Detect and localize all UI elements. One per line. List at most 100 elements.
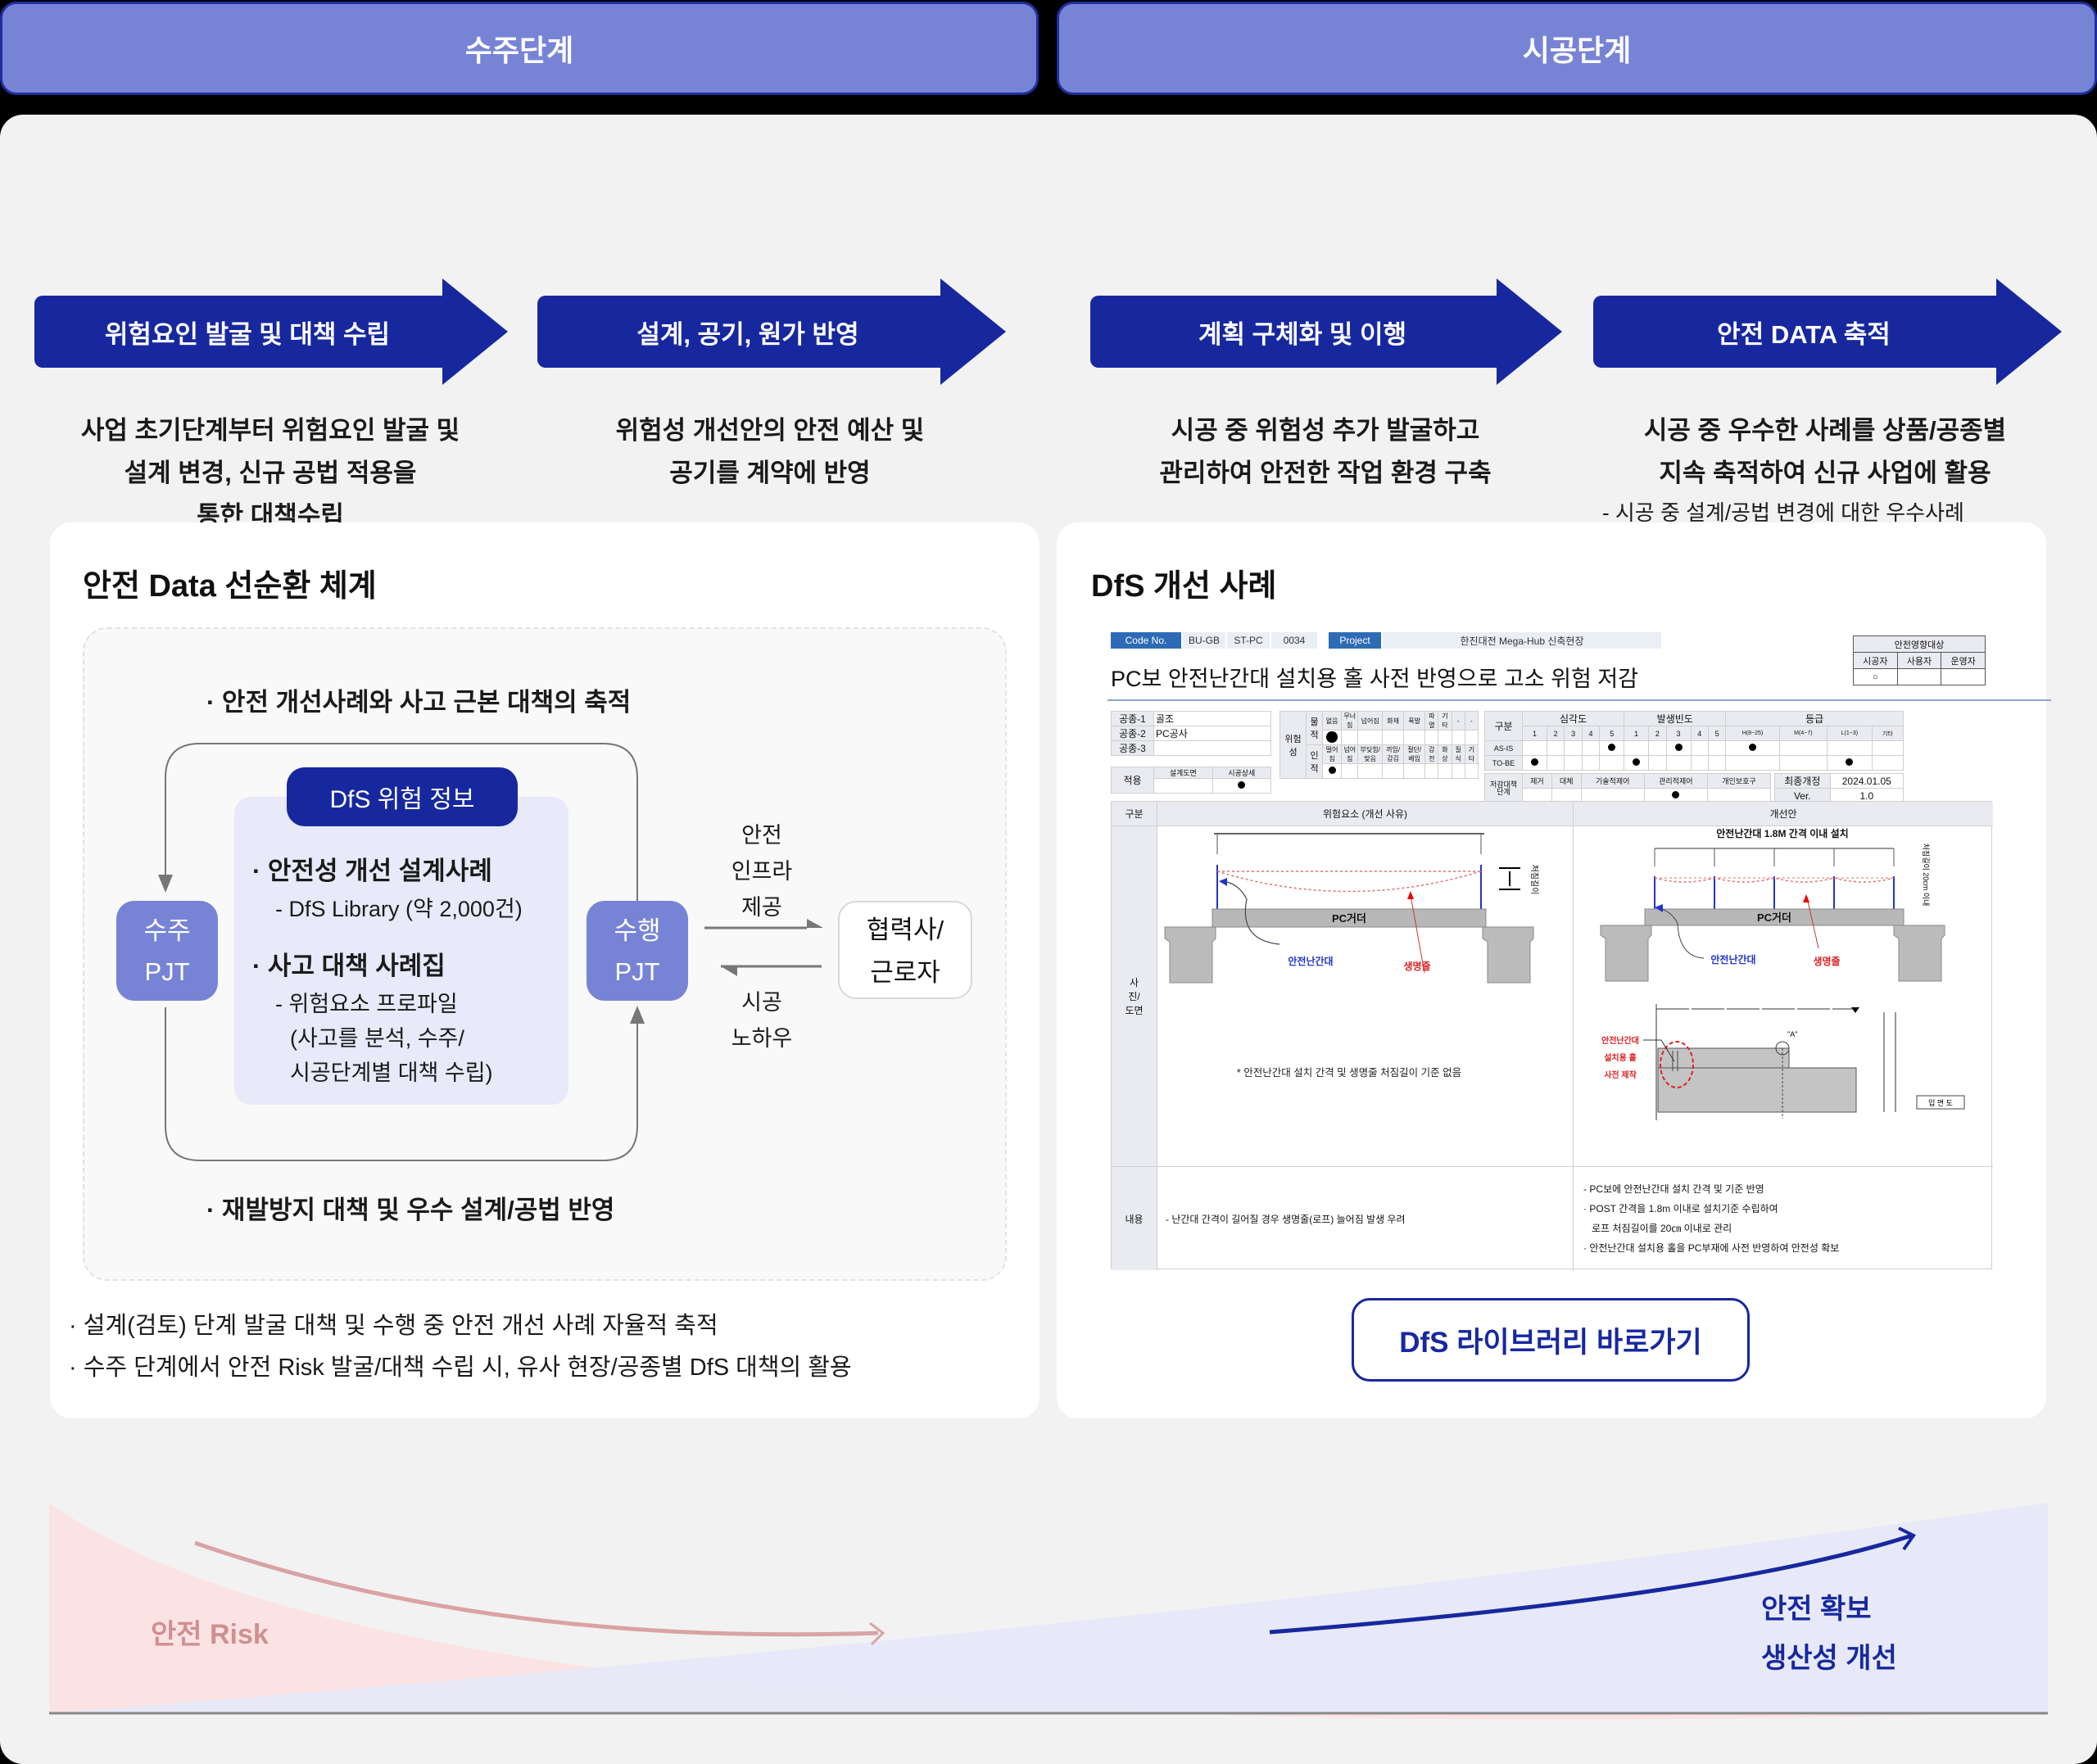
cell: 시공상세: [1212, 767, 1271, 779]
mark-dot-icon: [1846, 758, 1854, 766]
gain-label: 안전 확보 생산성 개선: [1761, 1585, 1897, 1683]
node-label: 협력사/: [866, 916, 944, 944]
desc-line: 위험성 개선안의 안전 예산 및: [615, 416, 925, 445]
cell: 4: [1581, 726, 1601, 741]
cell: 개인보호구: [1706, 773, 1772, 789]
cell: 설계도면: [1153, 767, 1213, 779]
cell: 공종-1: [1111, 711, 1154, 726]
cell: 1: [1522, 726, 1547, 741]
cell: 폭발: [1403, 711, 1426, 730]
node-label: 수행: [614, 916, 661, 945]
desc-subline: - 시공 중 설계/공법 변경에 대한 우수사례: [1602, 500, 1964, 525]
hazard-drawing: 처짐길이 PC거더 안전난간대 생명줄 * 안전난간대 설치 간격 및 생명줄 …: [1164, 833, 1540, 1079]
target-header: 안전영향대상: [1853, 635, 1986, 653]
step-1-desc: 사업 초기단계부터 위험요인 발굴 및 설계 변경, 신규 공법 적용을 통한 …: [25, 409, 516, 537]
dfs-item-line: - 위험요소 프로파일: [275, 992, 458, 1016]
cell: M(4~7): [1778, 726, 1828, 741]
improve-content-cell: - PC보에 안전난간대 설치 간격 및 기준 반영 · POST 간격을 1.…: [1574, 1167, 1993, 1270]
hazard-caption: * 안전난간대 설치 간격 및 생명줄 처짐길이 기준 없음: [1237, 1067, 1461, 1079]
target-col: 사용자: [1896, 652, 1942, 669]
phase-order-label: 수주단계: [464, 34, 574, 67]
cell: - 난간대 간격이 길어질 경우 생명줄(로프) 늘어짐 발생 우려: [1157, 1167, 1574, 1270]
content-line: · POST 간격을 1.8m 이내로 설치기준 수립하여: [1583, 1203, 1778, 1214]
girder-label: PC거더: [1332, 912, 1366, 925]
code-value: BU-GB: [1183, 632, 1225, 649]
cell: 화재: [1382, 711, 1405, 730]
cell: 기타: [1464, 744, 1479, 764]
cell: 2024.01.05: [1829, 773, 1905, 789]
cell: 공종-2: [1111, 726, 1154, 741]
hole-note: 설치용 홀: [1604, 1052, 1637, 1063]
cell: 관리적제어: [1643, 773, 1708, 789]
step-1-label: 위험요인 발굴 및 대책 수립: [34, 296, 460, 368]
improve-drawing-cell: [1574, 826, 1993, 1167]
cell: Ver.: [1774, 788, 1831, 803]
cell: 넘어짐: [1341, 744, 1359, 764]
card-title: DfS 개선 사례: [1091, 569, 1277, 604]
cell: 최종개정: [1774, 773, 1831, 789]
divider: [1107, 699, 2051, 701]
cell: -: [1464, 711, 1479, 730]
gain-line: 안전 확보: [1761, 1594, 1872, 1625]
arrow-right-icon: [1996, 278, 2062, 385]
cell: 적용: [1111, 767, 1154, 794]
step-2: 설계, 공기, 원가 반영: [537, 278, 1006, 385]
cell: 사진/도면: [1112, 826, 1157, 1167]
dfs-item-line: (사고를 분석, 수주/: [290, 1026, 464, 1051]
cell: 감전: [1424, 744, 1439, 764]
mark-dot-icon: [1328, 767, 1336, 774]
code-value: ST-PC: [1227, 632, 1270, 649]
desc-line: 설계 변경, 신규 공법 적용을: [124, 459, 417, 487]
cell: 2: [1546, 726, 1565, 741]
lifeline-label: 생명줄: [1813, 955, 1840, 967]
arrow-right-icon: [940, 278, 1006, 385]
step-2-desc: 위험성 개선안의 안전 예산 및 공기를 계약에 반영: [524, 409, 1016, 495]
step-3: 계획 구체화 및 이행: [1090, 278, 1562, 385]
dfs-item-line: 시공단계별 대책 수립): [290, 1061, 493, 1085]
cell: AS-IS: [1484, 740, 1523, 756]
step-2-label: 설계, 공기, 원가 반영: [537, 296, 958, 368]
cell: 끼임/감김: [1382, 744, 1405, 764]
mark-dot-icon: [1608, 744, 1616, 751]
flow-line: 시공: [741, 990, 782, 1015]
gain-line: 생산성 개선: [1761, 1643, 1897, 1674]
cell: L(1~3): [1827, 726, 1873, 741]
cell: 넘어짐: [1357, 711, 1384, 730]
step-1: 위험요인 발굴 및 대책 수립: [34, 278, 508, 385]
mark-dot-icon: [1672, 791, 1680, 798]
improve-title: 안전난간대 1.8M 간격 이내 설치: [1716, 827, 1848, 839]
node-label: PJT: [614, 957, 660, 986]
target-col: 시공자: [1853, 652, 1898, 669]
card-title: 안전 Data 선순환 체계: [83, 569, 377, 604]
cell: 기타: [1871, 726, 1905, 741]
footnote: · 수주 단계에서 안전 Risk 발굴/대책 수립 시, 유사 현장/공종별 …: [69, 1355, 852, 1381]
cell: 내용: [1112, 1167, 1157, 1270]
step-3-label: 계획 구체화 및 이행: [1090, 296, 1515, 368]
sag-limit-label: 처짐길이 20cm 이내: [1922, 844, 1931, 907]
step-3-desc: 시공 중 위험성 추가 발굴하고 관리하여 안전한 작업 환경 구축: [1080, 409, 1571, 495]
cell: PC공사: [1153, 726, 1271, 741]
mark-dot-icon: [1674, 744, 1683, 751]
dfs-library-button[interactable]: DfS 라이브러리 바로가기: [1352, 1298, 1750, 1382]
cell: 질식: [1451, 744, 1465, 764]
girder-label: PC거더: [1757, 911, 1791, 924]
cell: 제거: [1522, 773, 1552, 789]
cell: 저감대책단계: [1484, 773, 1523, 803]
flow-line: 안전: [741, 823, 782, 848]
code-bar: Code No. BU-GB ST-PC 0034 Project 한진대전 M…: [1111, 632, 1663, 649]
hole-note: 사전 제작: [1604, 1070, 1637, 1080]
mark-dot-icon: [1326, 730, 1338, 743]
dfs-item-title: · 안전성 개선 설계사례: [252, 857, 492, 885]
node-label: 근로자: [870, 958, 940, 987]
cell: 2: [1648, 726, 1667, 741]
flow-line: 제공: [741, 895, 782, 920]
target-col: 운영자: [1941, 652, 1986, 669]
arrow-right-icon: [442, 278, 508, 385]
content-line: - PC보에 안전난간대 설치 간격 및 기준 반영: [1583, 1183, 1764, 1195]
